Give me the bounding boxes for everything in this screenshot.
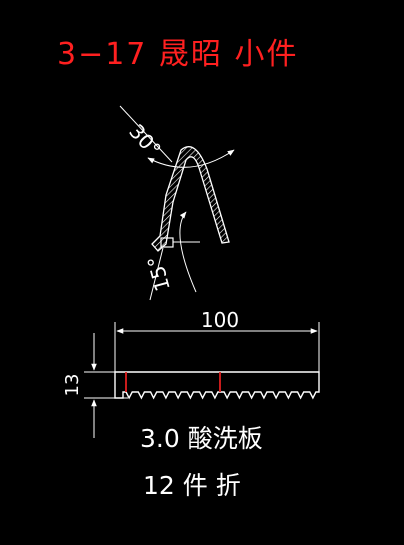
angle-bottom-extension-line [149, 247, 164, 301]
angle-bottom-arc [179, 211, 197, 293]
profile-section [151, 146, 230, 252]
angle-top-arc [147, 149, 235, 168]
strip-outline [114, 371, 320, 400]
width-dimension: 100 [114, 308, 320, 372]
height-dimension-label: 13 [62, 374, 83, 397]
height-dimension: 13 [62, 333, 128, 438]
material-note: 3.0 酸洗板 [140, 424, 263, 453]
width-dimension-label: 100 [201, 308, 239, 332]
angle-top-dimension: 30° [119, 105, 235, 168]
bent-profile [151, 146, 230, 252]
angle-bottom-label: 15° [142, 253, 174, 293]
quantity-note: 12 件 折 [143, 471, 241, 500]
angle-top-label: 30° [124, 119, 166, 161]
drawing-title: 3−17 晟昭 小件 [57, 37, 298, 72]
serrated-strip [114, 371, 320, 400]
